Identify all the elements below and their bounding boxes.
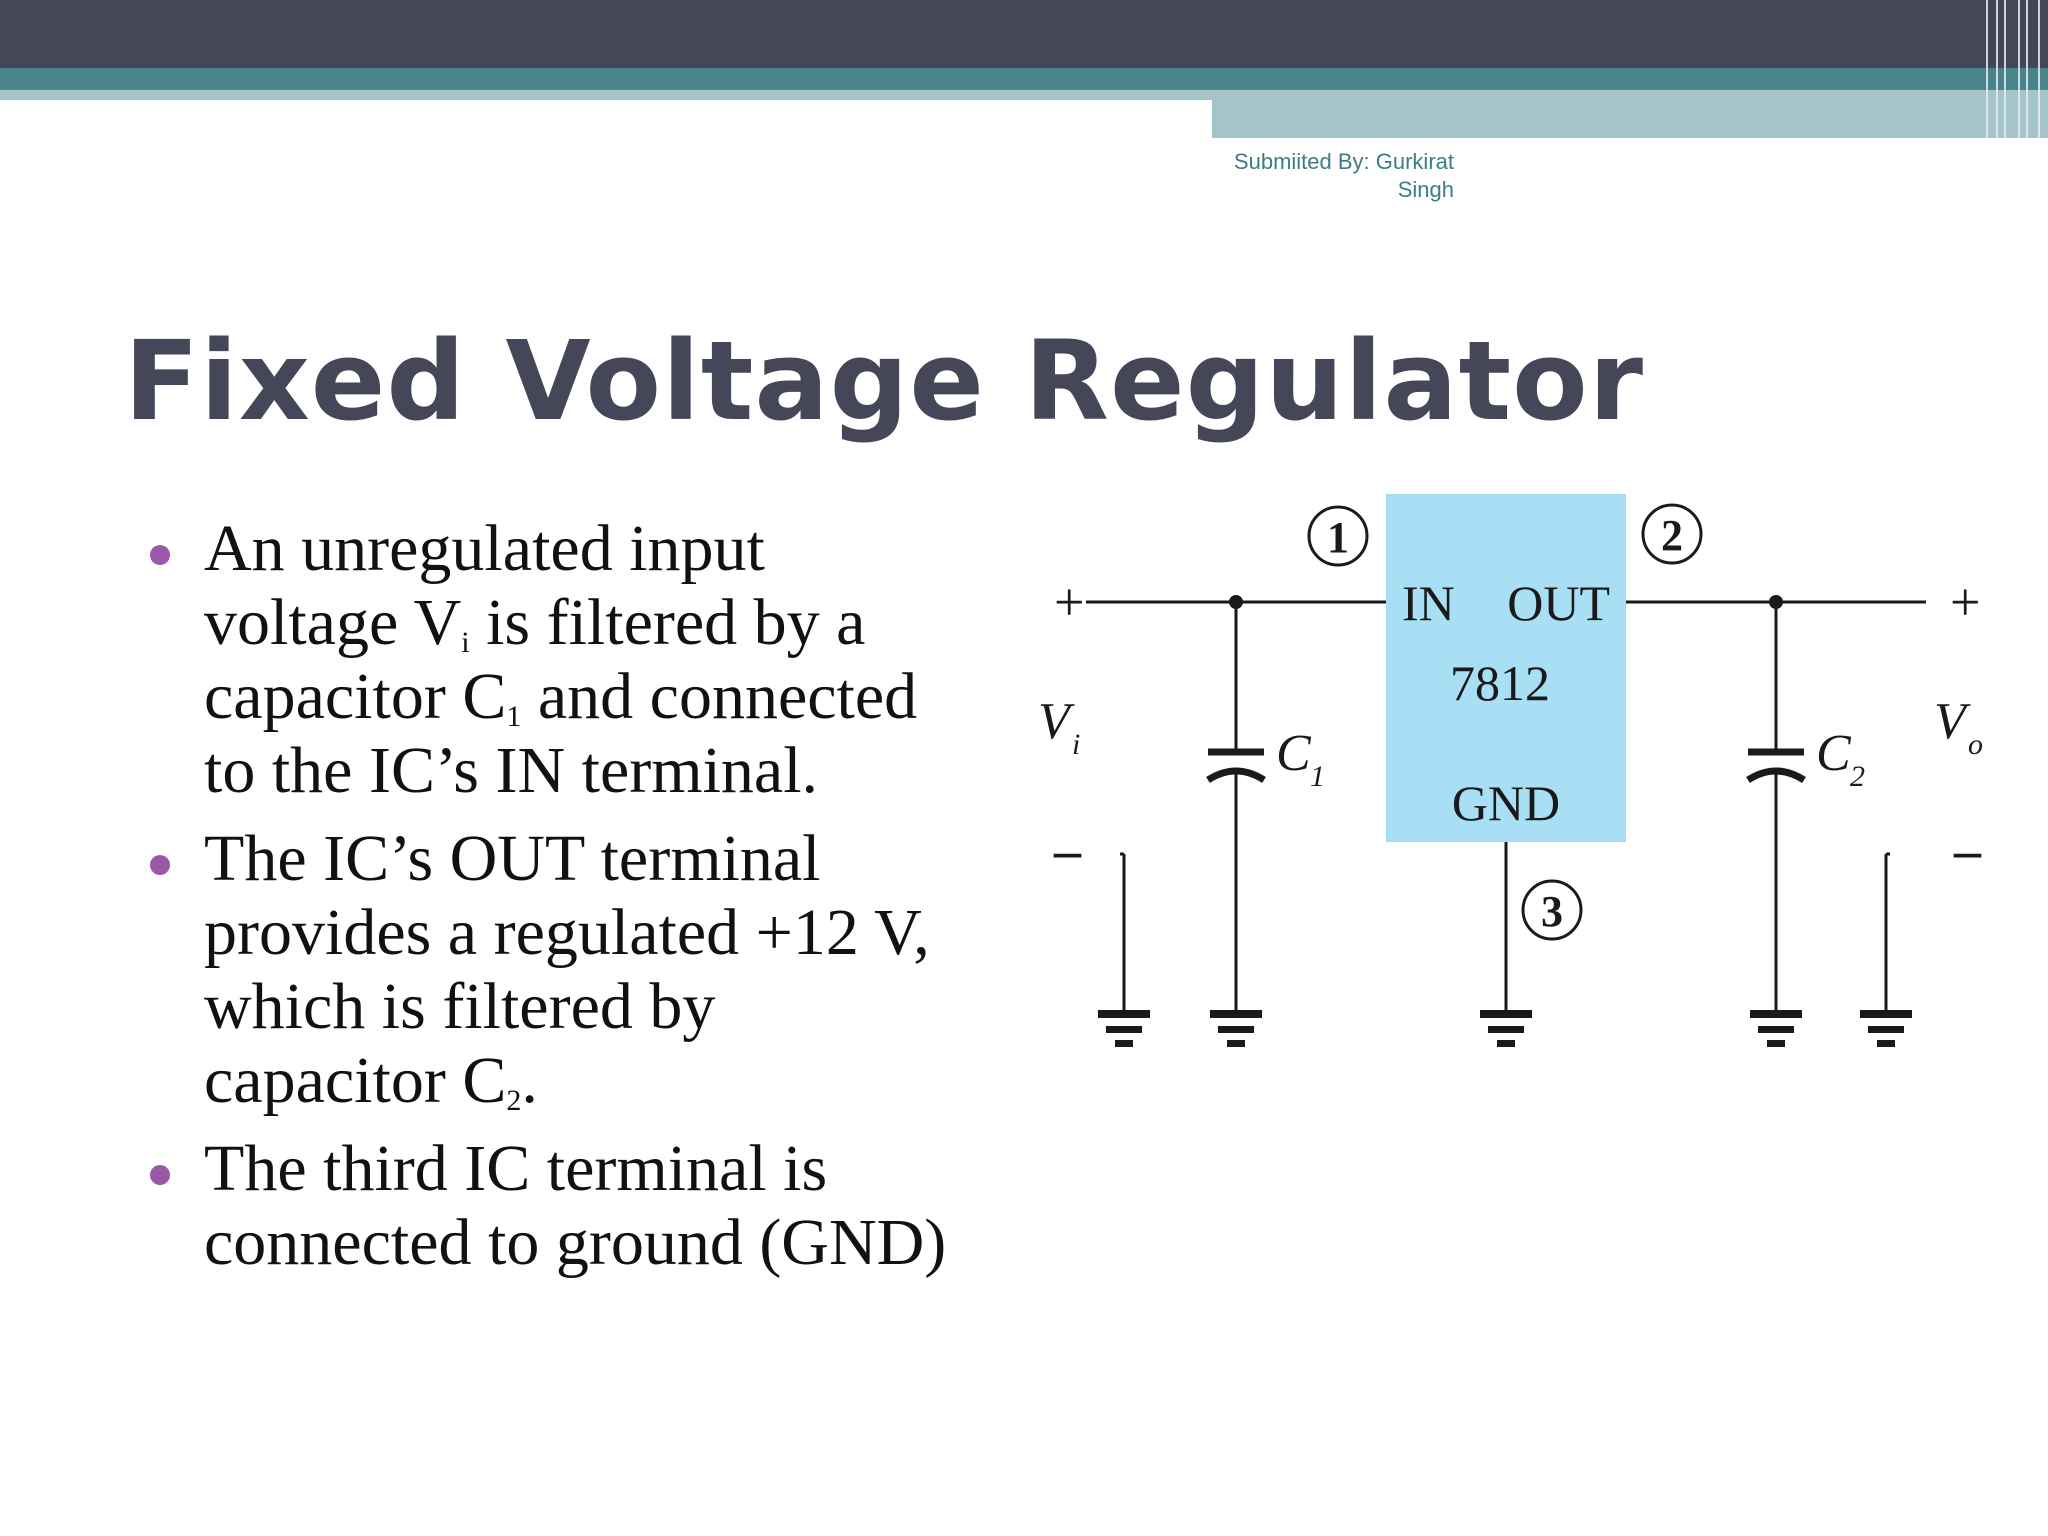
bullet-dot bbox=[150, 1165, 170, 1185]
ground-symbol-1 bbox=[1098, 1010, 1150, 1047]
submitted-by-line1: Submiited By: Gurkirat bbox=[1233, 149, 1454, 174]
bullet-1-text-mid: is filtered by a capacitor C bbox=[204, 586, 866, 733]
ic-out-label: OUT bbox=[1507, 575, 1610, 631]
bullet-2-text-pre: The IC’s OUT terminal provides a regulat… bbox=[204, 822, 930, 1117]
c1-label: C bbox=[1276, 725, 1312, 782]
c2-label: C bbox=[1816, 725, 1852, 782]
header-band-light-left bbox=[0, 90, 1212, 100]
input-plus-label: + bbox=[1054, 572, 1084, 632]
ground-symbol-3 bbox=[1480, 1010, 1532, 1047]
ic-in-label: IN bbox=[1402, 575, 1455, 631]
header-stripes bbox=[1980, 0, 2048, 138]
vo-subscript: o bbox=[1968, 728, 1983, 761]
pin-2-circle bbox=[1641, 503, 1703, 565]
vo-label: V bbox=[1934, 693, 1971, 750]
bullet-dot bbox=[150, 855, 170, 875]
ic-part-label: 7812 bbox=[1450, 655, 1550, 711]
bullet-list: An unregulated input voltage Vi is filte… bbox=[150, 512, 970, 1294]
output-minus-label: – bbox=[1953, 820, 1982, 880]
submitted-by-line2: Singh bbox=[1397, 177, 1454, 202]
input-minus-label: – bbox=[1053, 820, 1082, 880]
header-band-teal bbox=[0, 68, 2048, 90]
bullet-2-text-post: . bbox=[521, 1044, 538, 1117]
bullet-1-sub-i: i bbox=[461, 626, 470, 659]
pin-1-circle bbox=[1307, 505, 1369, 567]
junction-dot-out bbox=[1769, 595, 1783, 609]
vi-label: V bbox=[1038, 693, 1075, 750]
bullet-item-3: The third IC terminal is connected to gr… bbox=[150, 1132, 970, 1280]
pin-2-label: 2 bbox=[1661, 511, 1683, 560]
c2-subscript: 2 bbox=[1850, 760, 1865, 793]
pin-3-label: 3 bbox=[1541, 887, 1563, 936]
ic-7812-block bbox=[1386, 494, 1626, 842]
ground-symbol-5 bbox=[1860, 1010, 1912, 1047]
c1-subscript: 1 bbox=[1310, 760, 1325, 793]
ground-symbol-2 bbox=[1210, 1010, 1262, 1047]
ic-gnd-label: GND bbox=[1452, 775, 1560, 831]
regulator-circuit-diagram: IN OUT 7812 GND 1 2 3 + + – – V i V o C … bbox=[1038, 494, 1983, 1047]
pin-1-label: 1 bbox=[1327, 513, 1349, 562]
bullet-1-text-post: and connected to the IC’s IN terminal. bbox=[204, 660, 918, 807]
vi-subscript: i bbox=[1072, 728, 1080, 761]
submitted-by: Submiited By: Gurkirat Singh bbox=[1200, 148, 1454, 204]
bullet-3-text: The third IC terminal is connected to gr… bbox=[204, 1132, 947, 1279]
slide-title: Fixed Voltage Regulator bbox=[124, 317, 1644, 445]
bullet-2-sub-2: 2 bbox=[506, 1084, 522, 1117]
pin-3-circle bbox=[1521, 879, 1583, 941]
bullet-1-sub-1: 1 bbox=[506, 700, 522, 733]
bullet-item-2: The IC’s OUT terminal provides a regulat… bbox=[150, 822, 970, 1118]
header-band-dark bbox=[0, 0, 2048, 68]
bullet-1-text-pre: An unregulated input voltage V bbox=[204, 512, 765, 659]
c2-plate-bottom bbox=[1746, 767, 1806, 784]
ground-symbol-4 bbox=[1750, 1010, 1802, 1047]
bullet-dot bbox=[150, 545, 170, 565]
header-band-light-right bbox=[1212, 90, 2048, 138]
c1-plate-bottom bbox=[1206, 767, 1266, 784]
output-plus-label: + bbox=[1950, 572, 1980, 632]
junction-dot-in bbox=[1229, 595, 1243, 609]
bullet-item-1: An unregulated input voltage Vi is filte… bbox=[150, 512, 970, 808]
